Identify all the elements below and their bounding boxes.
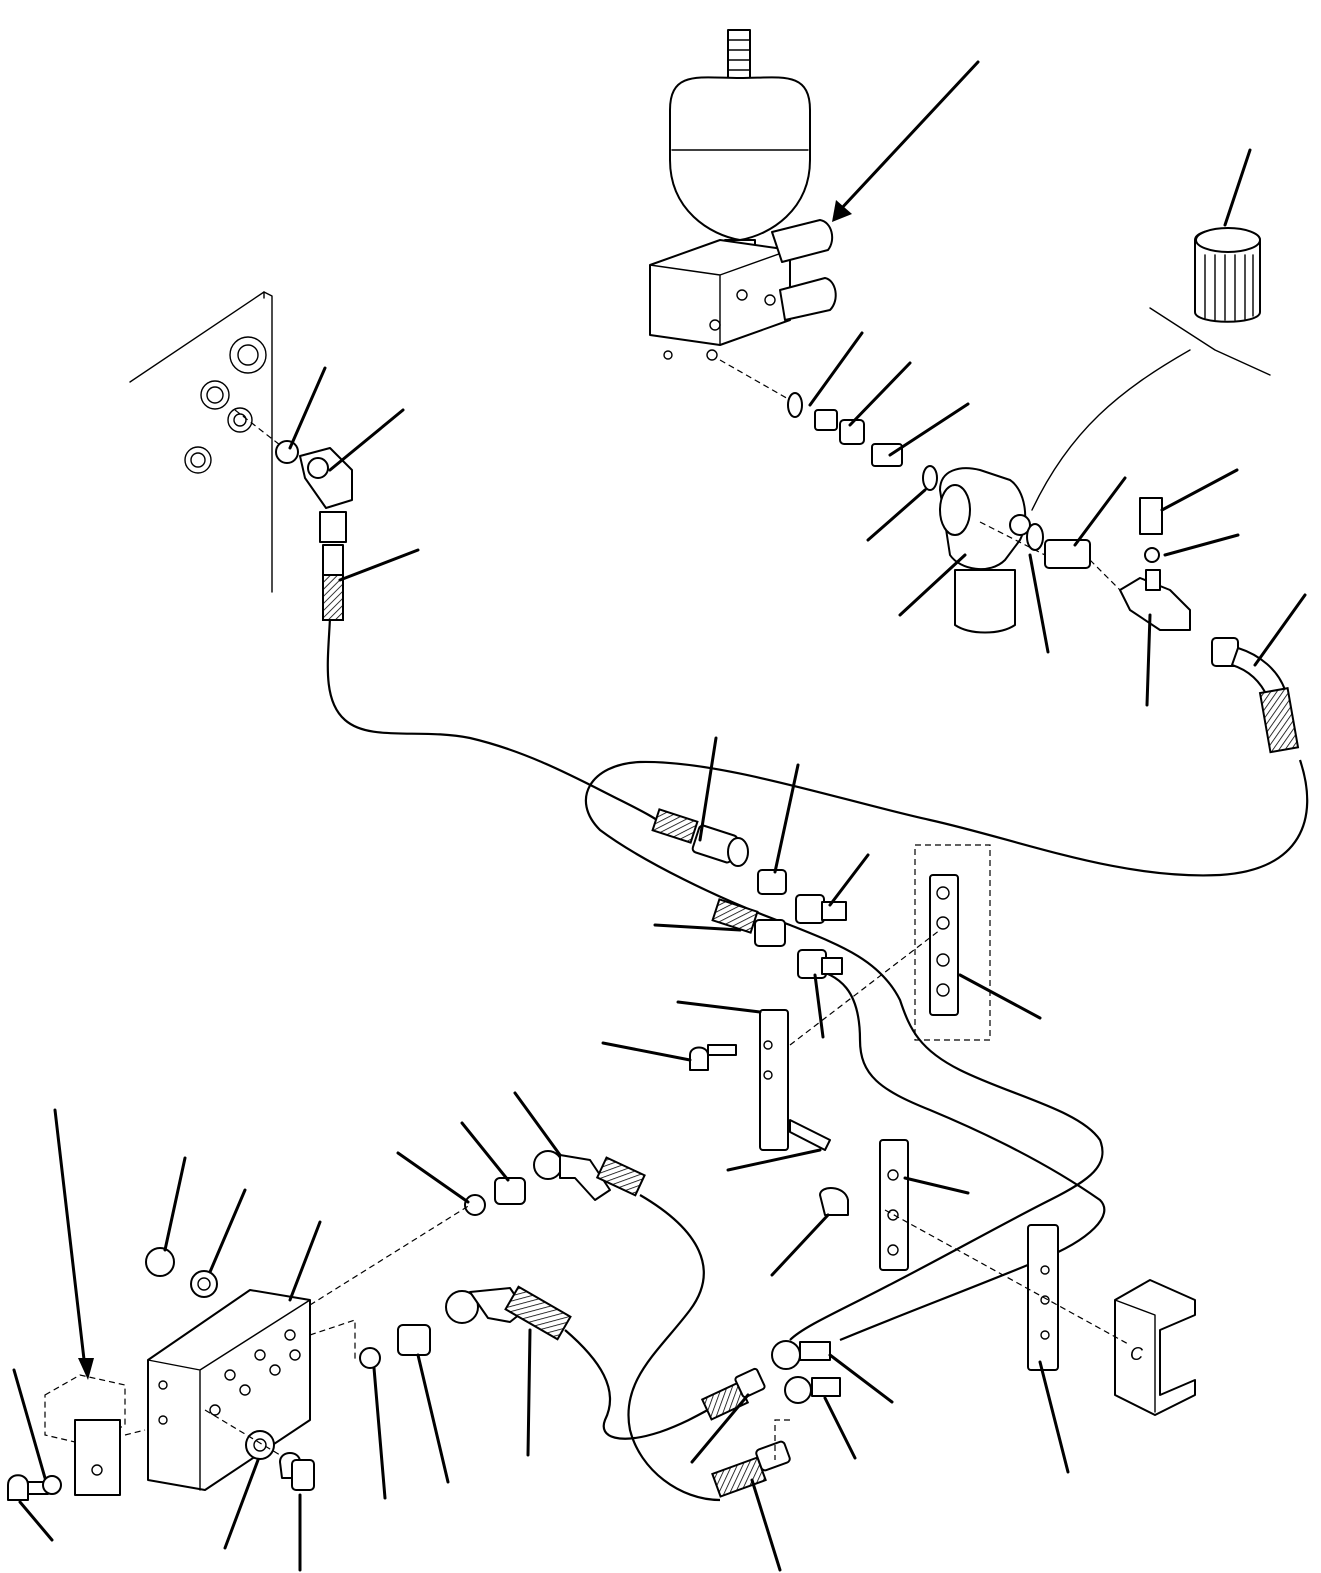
alignment-lines: C xyxy=(124,409,1131,1460)
filter-housing xyxy=(939,467,1044,634)
hose-middle xyxy=(809,966,1106,1342)
hose-left-upper xyxy=(326,617,671,831)
hose-lines xyxy=(326,617,1309,1502)
hose-clamps xyxy=(689,844,1059,1371)
valve-block xyxy=(649,219,837,401)
lower-right-fittings xyxy=(700,1340,841,1498)
manifold-block xyxy=(145,1247,315,1491)
elbow-fitting-top-left xyxy=(275,440,353,621)
middle-connectors xyxy=(651,808,847,979)
hose-lower-right xyxy=(564,1329,741,1440)
filter-element xyxy=(1031,227,1271,511)
bracket: C xyxy=(1114,1279,1196,1416)
accumulator xyxy=(669,29,811,259)
leader-lines xyxy=(12,60,1307,1572)
bracket-mark: C xyxy=(1130,1344,1144,1364)
hose-right-loop xyxy=(584,759,1309,1341)
bottom-left-bracket xyxy=(7,1374,126,1501)
lower-middle-fittings xyxy=(359,1150,646,1369)
hose-lower-left xyxy=(627,1194,721,1502)
valve-to-filter-fittings xyxy=(787,392,938,491)
tank-wall xyxy=(129,291,273,593)
tee-assembly xyxy=(1044,497,1300,754)
